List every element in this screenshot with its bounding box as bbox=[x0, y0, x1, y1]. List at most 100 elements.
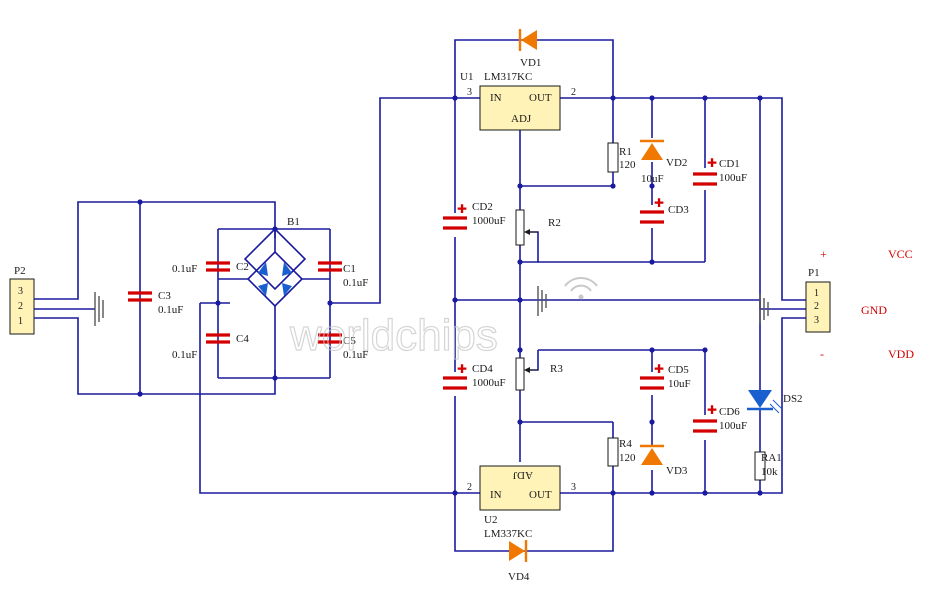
c3-value: 0.1uF bbox=[158, 304, 183, 316]
capacitor-cd5: ✚ CD5 10uF bbox=[640, 362, 691, 390]
svg-text:✚: ✚ bbox=[654, 196, 664, 210]
junctions bbox=[137, 95, 763, 496]
u1-pin-out: 2 bbox=[571, 87, 576, 98]
vd2-ref: VD2 bbox=[666, 157, 687, 169]
p2-ref: P2 bbox=[14, 265, 26, 277]
u2-adj-label: ADJ bbox=[512, 469, 533, 481]
capacitor-c4: C4 0.1uF bbox=[172, 333, 249, 361]
c5-ref: C5 bbox=[343, 335, 356, 347]
connector-p2: P2 3 2 1 bbox=[9, 265, 50, 335]
u1-adj-label: ADJ bbox=[511, 113, 532, 125]
c4-value: 0.1uF bbox=[172, 349, 197, 361]
bridge-rectifier-b1: B1 bbox=[218, 216, 330, 378]
r4-value: 120 bbox=[619, 452, 636, 464]
u2-in-label: IN bbox=[490, 489, 502, 501]
p2-pin-1: 1 bbox=[18, 316, 23, 327]
p1-ref: P1 bbox=[808, 267, 820, 279]
b1-ref: B1 bbox=[287, 216, 300, 228]
ground-symbol-right bbox=[759, 294, 769, 324]
p2-pin-3: 3 bbox=[18, 286, 23, 297]
cd6-value: 100uF bbox=[719, 420, 747, 432]
ground-symbol-left bbox=[94, 292, 104, 326]
output-labels: + VCC GND - VDD bbox=[820, 247, 914, 361]
diode-vd2: VD2 10uF bbox=[640, 139, 687, 185]
watermark-text: worldchips bbox=[289, 311, 498, 360]
cd5-ref: CD5 bbox=[668, 364, 689, 376]
connector-p1: P1 1 2 3 bbox=[805, 267, 831, 333]
u2-pin-in: 2 bbox=[467, 482, 472, 493]
capacitor-cd4: ✚ CD4 1000uF bbox=[443, 362, 506, 390]
capacitor-c5: C5 0.1uF bbox=[318, 333, 368, 361]
vd1-ref: VD1 bbox=[520, 57, 541, 69]
u2-out-label: OUT bbox=[529, 489, 552, 501]
diode-vd1: VD1 bbox=[518, 29, 541, 69]
watermark: worldchips bbox=[288, 277, 598, 361]
c4-ref: C4 bbox=[236, 333, 249, 345]
capacitor-cd6: ✚ CD6 100uF bbox=[693, 403, 747, 433]
minus-sign: - bbox=[820, 347, 824, 361]
capacitor-cd3: ✚ CD3 bbox=[640, 196, 689, 224]
u1-ref: U1 bbox=[460, 71, 473, 83]
u1-part: LM317KC bbox=[484, 71, 532, 83]
r1-ref: R1 bbox=[619, 146, 632, 158]
cd2-ref: CD2 bbox=[472, 201, 493, 213]
svg-text:✚: ✚ bbox=[707, 403, 717, 417]
potentiometer-r2: R2 bbox=[515, 209, 561, 246]
potentiometer-r3: R3 bbox=[515, 357, 563, 391]
svg-text:✚: ✚ bbox=[707, 156, 717, 170]
cd5-value: 10uF bbox=[668, 378, 691, 390]
resistor-r4: R4 120 bbox=[607, 437, 636, 467]
u2-ref: U2 bbox=[484, 514, 497, 526]
capacitor-c3: C3 0.1uF bbox=[128, 290, 183, 316]
ra1-value: 10k bbox=[761, 466, 778, 478]
r4-ref: R4 bbox=[619, 438, 632, 450]
u1-pin-in: 3 bbox=[467, 87, 472, 98]
gnd-label: GND bbox=[861, 303, 887, 317]
vd4-ref: VD4 bbox=[508, 571, 530, 583]
cd6-ref: CD6 bbox=[719, 406, 740, 418]
vd3-ref: VD3 bbox=[666, 465, 688, 477]
regulator-u1: U1 LM317KC IN OUT ADJ 3 2 bbox=[460, 71, 576, 131]
vdd-label: VDD bbox=[888, 347, 914, 361]
resistor-r1: R1 120 bbox=[607, 142, 636, 173]
wires bbox=[50, 39, 815, 552]
diode-vd3: VD3 bbox=[640, 444, 688, 477]
ra1-ref: RA1 bbox=[761, 452, 782, 464]
c2-ref: C2 bbox=[236, 261, 249, 273]
svg-text:✚: ✚ bbox=[654, 362, 664, 376]
cd1-value: 100uF bbox=[719, 172, 747, 184]
cd2-value: 1000uF bbox=[472, 215, 506, 227]
capacitor-c2: C2 0.1uF bbox=[172, 261, 249, 275]
cd3-value: 10uF bbox=[641, 173, 664, 185]
p1-pin-2: 2 bbox=[814, 301, 819, 312]
resistor-ra1: RA1 10k bbox=[754, 451, 782, 481]
r2-ref: R2 bbox=[548, 217, 561, 229]
capacitor-cd1: ✚ CD1 100uF bbox=[693, 156, 747, 186]
p1-pin-3: 3 bbox=[814, 315, 819, 326]
regulator-u2: ADJ IN OUT U2 LM337KC 2 3 bbox=[467, 465, 576, 540]
cd3-ref: CD3 bbox=[668, 204, 689, 216]
u2-pin-out: 3 bbox=[571, 482, 576, 493]
p2-pin-2: 2 bbox=[18, 301, 23, 312]
capacitor-c1: C1 0.1uF bbox=[318, 261, 368, 289]
cd1-ref: CD1 bbox=[719, 158, 740, 170]
ground-symbol-middle bbox=[537, 286, 547, 316]
r3-ref: R3 bbox=[550, 363, 563, 375]
plus-sign: + bbox=[820, 247, 827, 261]
diode-vd4: VD4 bbox=[508, 540, 530, 583]
ds2-ref: DS2 bbox=[783, 393, 803, 405]
cd4-ref: CD4 bbox=[472, 363, 493, 375]
c1-value: 0.1uF bbox=[343, 277, 368, 289]
capacitor-cd2: ✚ CD2 1000uF bbox=[443, 201, 506, 230]
svg-text:✚: ✚ bbox=[457, 202, 467, 216]
vcc-label: VCC bbox=[888, 247, 913, 261]
led-ds2: DS2 bbox=[747, 390, 803, 414]
r1-value: 120 bbox=[619, 159, 636, 171]
c3-ref: C3 bbox=[158, 290, 171, 302]
c1-ref: C1 bbox=[343, 263, 356, 275]
cd4-value: 1000uF bbox=[472, 377, 506, 389]
p1-pin-1: 1 bbox=[814, 288, 819, 299]
u1-out-label: OUT bbox=[529, 92, 552, 104]
u2-part: LM337KC bbox=[484, 528, 532, 540]
